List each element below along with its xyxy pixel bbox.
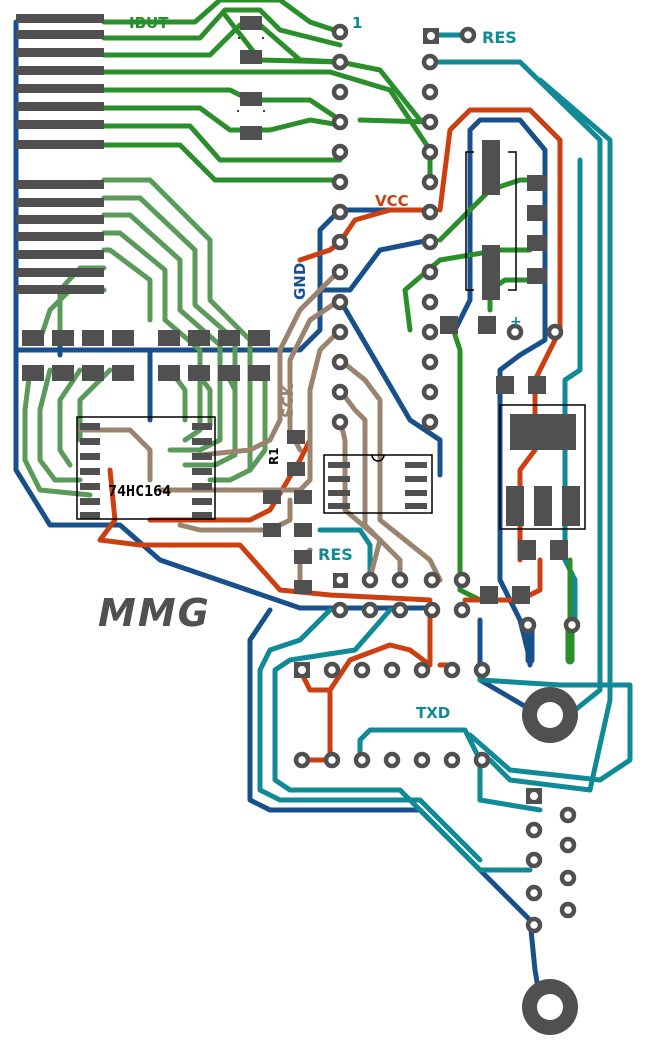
regulator-outline xyxy=(499,404,586,530)
res-top-label: RES xyxy=(482,28,517,47)
smd-pads xyxy=(22,16,580,604)
jumper-pins xyxy=(525,620,575,665)
plus-label: + xyxy=(510,314,522,330)
soic-notch xyxy=(371,454,385,462)
ic-label: 74HC164 xyxy=(108,482,171,500)
soic-outline xyxy=(323,454,433,514)
square-pad-holes xyxy=(298,32,538,800)
pin1-label: 1 xyxy=(352,14,362,32)
traces-orange xyxy=(97,107,563,763)
ibut-label: IBUT xyxy=(129,14,169,32)
labels: IBUT 1 RES VCC GND + SCK R1 74HC164 RES … xyxy=(98,14,522,722)
ic-74hc164-outline xyxy=(76,416,216,520)
traces-tan xyxy=(77,267,443,583)
vcc-label: VCC xyxy=(375,192,409,210)
through-hole-pads xyxy=(293,23,581,934)
traces-teal xyxy=(257,32,633,873)
component-outlines xyxy=(76,37,586,530)
crystal-outline xyxy=(465,151,517,291)
r1-label: R1 xyxy=(267,447,281,465)
mounting-holes xyxy=(522,687,578,1035)
logo-mmg: MMG xyxy=(98,591,211,635)
gnd-label: GND xyxy=(291,263,309,300)
traces-blue xyxy=(13,19,548,1003)
txd-label: TXD xyxy=(416,704,450,722)
edge-connector-pads xyxy=(16,14,104,294)
sck-label: SCK xyxy=(279,383,297,418)
res-mid-label: RES xyxy=(318,545,353,564)
